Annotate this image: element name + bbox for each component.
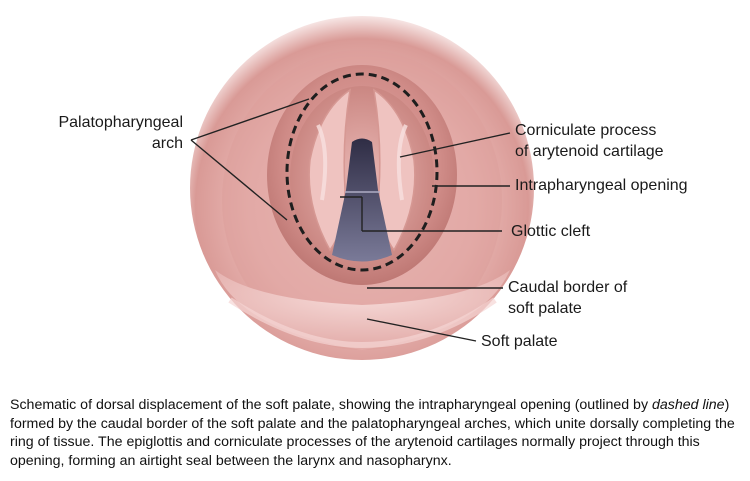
dashed-outline bbox=[285, 72, 439, 272]
label-glottic-cleft: Glottic cleft bbox=[511, 223, 591, 240]
intrapharyngeal-opening-shape bbox=[290, 86, 434, 270]
figure-caption: Schematic of dorsal displacement of the … bbox=[10, 397, 735, 469]
label-corniculate-process: Corniculate process of arytenoid cartila… bbox=[515, 122, 664, 160]
leader-lines bbox=[190, 98, 511, 342]
anatomy-illustration bbox=[190, 16, 534, 360]
label-intrapharyngeal-opening: Intrapharyngeal opening bbox=[515, 177, 688, 194]
label-caudal-border: Caudal border of soft palate bbox=[508, 279, 628, 317]
soft-palate-shape bbox=[215, 270, 510, 350]
label-soft-palate: Soft palate bbox=[481, 333, 558, 350]
label-palatopharyngeal-arch: Palatopharyngeal arch bbox=[58, 114, 183, 152]
